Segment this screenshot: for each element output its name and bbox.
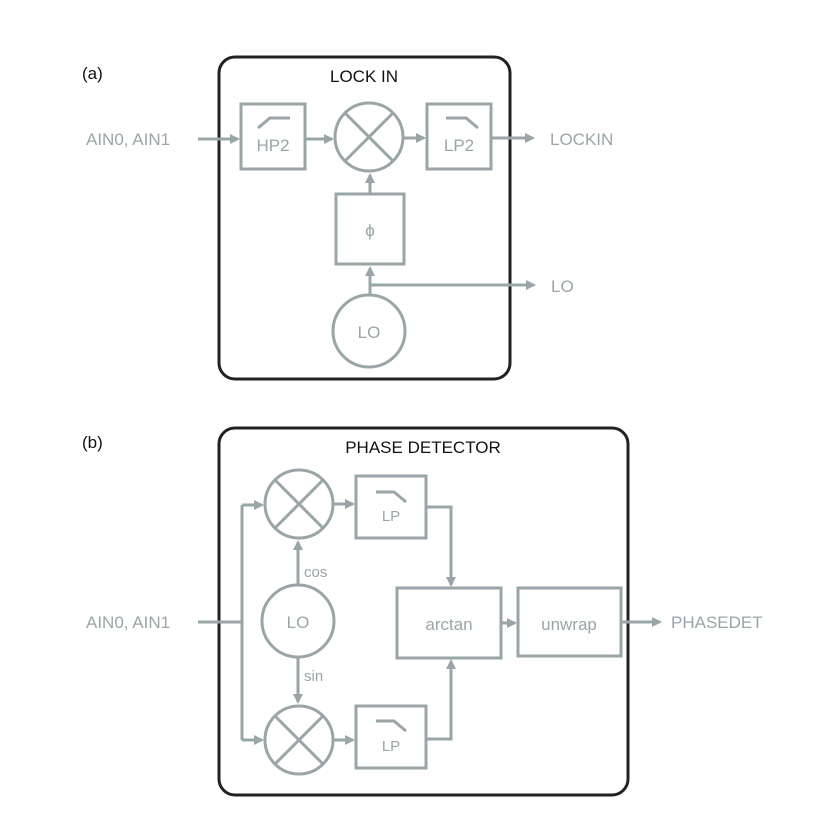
highpass-label: HP2: [256, 136, 289, 155]
lowpass-symbol: [446, 116, 479, 130]
lock-in-input-label: AIN0, AIN1: [86, 130, 170, 149]
phase-oscillator-label: LO: [287, 613, 310, 632]
highpass-filter-block: HP2: [239, 102, 307, 171]
panel-a: (a) LOCK IN AIN0, AIN1 HP2 LP2 LOCKIN: [82, 55, 613, 381]
cos-label: cos: [304, 564, 327, 581]
phase-input-label: AIN0, AIN1: [86, 613, 170, 632]
panel-b: (b) PHASE DETECTOR AIN0, AIN1 LP LO cos: [82, 426, 763, 797]
phasedet-output-label: PHASEDET: [671, 613, 763, 632]
lo-output-label: LO: [551, 277, 574, 296]
unwrap-block: unwrap: [516, 586, 623, 658]
bottom-lowpass-symbol: [376, 719, 407, 733]
phase-detector-frame: [217, 426, 630, 797]
highpass-symbol: [257, 116, 290, 130]
bottom-lowpass-label: LP: [382, 738, 400, 755]
phase-detector-title: PHASE DETECTOR: [345, 438, 501, 457]
lowpass-label: LP2: [444, 136, 474, 155]
phase-label: ϕ: [365, 221, 375, 240]
lowpass-filter-block: LP2: [425, 102, 493, 171]
mixer-icon: [333, 101, 405, 173]
lock-in-title: LOCK IN: [330, 67, 398, 86]
bottom-mixer-icon: [263, 704, 335, 776]
phase-local-oscillator-icon: LO: [260, 583, 336, 659]
arctan-block: arctan: [395, 586, 503, 660]
top-lowpass-symbol: [376, 490, 407, 504]
sin-label: sin: [304, 668, 323, 685]
top-lowpass-label: LP: [382, 508, 400, 525]
bottom-lowpass-block: LP: [354, 704, 428, 770]
top-mixer-icon: [263, 468, 335, 540]
phase-shift-block: ϕ: [334, 192, 406, 266]
panel-b-tag: (b): [82, 433, 103, 452]
oscillator-label: LO: [358, 323, 381, 342]
bottom-lp-to-arctan-arrow: [426, 659, 456, 741]
local-oscillator-icon: LO: [331, 293, 407, 369]
lock-in-frame: [217, 55, 512, 381]
top-lowpass-block: LP: [354, 474, 428, 540]
panel-a-tag: (a): [82, 64, 103, 83]
top-lp-to-arctan-arrow: [426, 505, 456, 587]
lockin-output-label: LOCKIN: [550, 130, 613, 149]
arctan-label: arctan: [425, 615, 472, 634]
unwrap-label: unwrap: [541, 615, 597, 634]
